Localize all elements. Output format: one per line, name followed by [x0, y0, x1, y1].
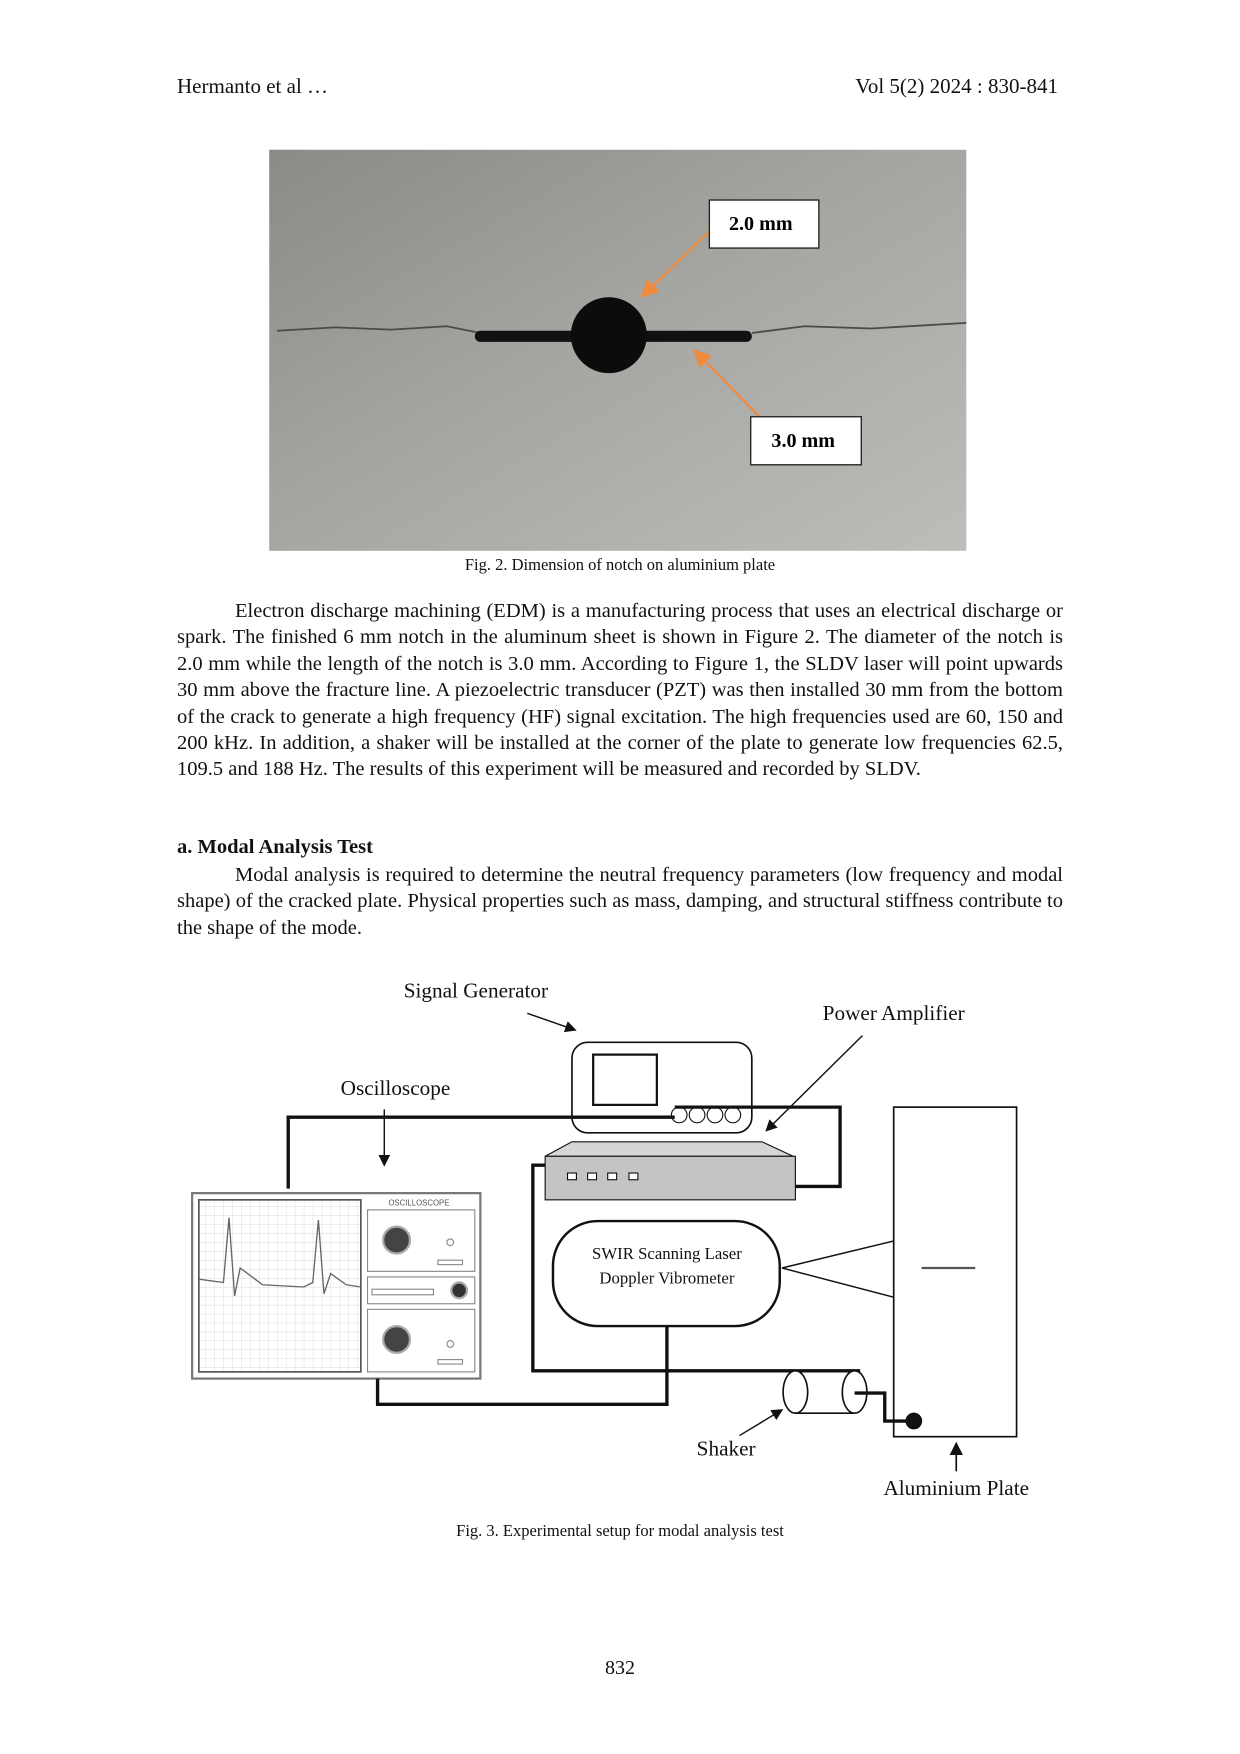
shaker-device	[782, 1369, 923, 1430]
oscilloscope-device: OSCILLOSCOPE	[191, 1192, 482, 1380]
body-paragraph-1: Electron discharge machining (EDM) is a …	[177, 600, 1063, 781]
aluminium-plate	[892, 1106, 1018, 1438]
label-oscilloscope: Oscilloscope	[341, 1076, 451, 1100]
svg-text:SWIR Scanning Laser: SWIR Scanning Laser	[592, 1244, 742, 1263]
figure-3-caption: Fig. 3. Experimental setup for modal ana…	[456, 1521, 784, 1540]
notch-photo: 2.0 mm 3.0 mm	[269, 149, 967, 551]
setup-diagram: Signal Generator Power Amplifier Oscillo…	[191, 979, 1029, 1500]
svg-text:OSCILLOSCOPE: OSCILLOSCOPE	[388, 1198, 449, 1207]
sldv-device: SWIR Scanning Laser Doppler Vibrometer	[551, 1219, 781, 1328]
body-paragraph-2: Modal analysis is required to determine …	[177, 864, 1063, 939]
arrow-diameter	[640, 230, 711, 298]
label-length: 3.0 mm	[771, 430, 835, 452]
label-aluminium-plate: Aluminium Plate	[883, 1476, 1029, 1500]
running-header-authors: Hermanto et al …	[177, 74, 329, 98]
label-signal-generator: Signal Generator	[404, 979, 548, 1003]
page-number: 832	[605, 1657, 635, 1679]
svg-text:Doppler Vibrometer: Doppler Vibrometer	[599, 1269, 734, 1288]
arrow-length	[693, 349, 761, 418]
power-amplifier-device	[544, 1141, 796, 1201]
label-power-amplifier: Power Amplifier	[823, 1001, 965, 1025]
notch-hole	[570, 297, 647, 374]
label-diameter: 2.0 mm	[729, 213, 793, 235]
running-header-volume: Vol 5(2) 2024 : 830-841	[855, 74, 1058, 98]
figure-2-caption: Fig. 2. Dimension of notch on aluminium …	[464, 555, 776, 574]
crack-line	[276, 322, 967, 334]
section-heading: a. Modal Analysis Test	[177, 836, 373, 858]
signal-generator-device	[571, 1041, 753, 1134]
label-shaker: Shaker	[697, 1437, 756, 1461]
